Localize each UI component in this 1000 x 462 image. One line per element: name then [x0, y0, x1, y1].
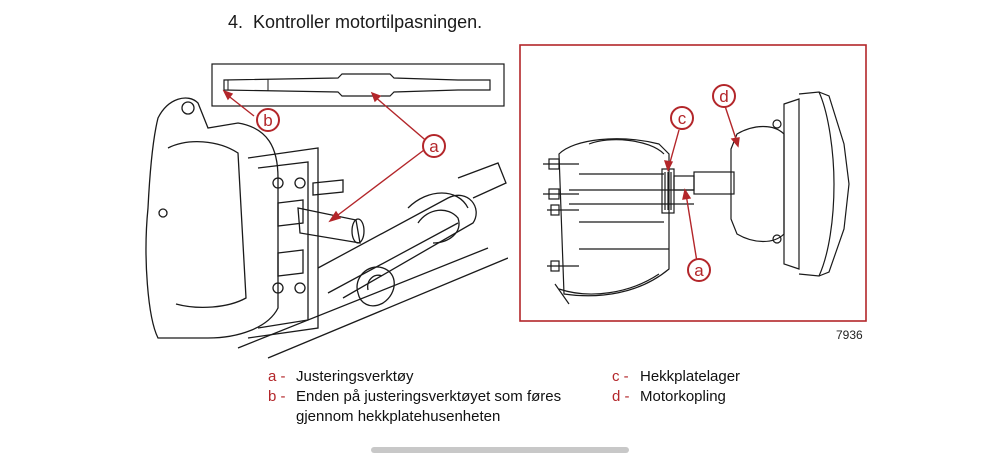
- svg-text:d: d: [719, 87, 728, 106]
- callout-a: a: [422, 134, 446, 158]
- tool-inset: [211, 63, 505, 107]
- callout-d: d: [712, 84, 736, 108]
- svg-text:c: c: [678, 109, 687, 128]
- legend-left: a - Justeringsverktøy b - Enden på juste…: [268, 367, 586, 427]
- left-illustration: b a: [145, 63, 508, 359]
- step-text: Kontroller motortilpasningen.: [253, 12, 483, 32]
- callout-c: c: [670, 106, 694, 130]
- legend-item-c: c - Hekkplatelager: [612, 367, 740, 387]
- legend-right: c - Hekkplatelager d - Motorkopling: [612, 367, 740, 407]
- legend-code: c -: [612, 368, 629, 385]
- right-illustration: c d a: [519, 44, 867, 322]
- legend-item-b: b - Enden på justeringsverktøyet som før…: [268, 387, 586, 427]
- svg-text:a: a: [694, 261, 704, 280]
- step-heading: 4. Kontroller motortilpasningen.: [228, 12, 482, 33]
- figure-number: 7936: [836, 328, 863, 342]
- legend-text: Hekkplatelager: [640, 368, 741, 385]
- coupling-cutaway: [543, 91, 850, 305]
- legend-code: b -: [268, 388, 286, 405]
- legend-text: Enden på justeringsverktøyet som føres g…: [296, 388, 562, 425]
- callout-a-detail: a: [687, 258, 711, 282]
- svg-text:b: b: [263, 111, 272, 130]
- callout-b: b: [256, 108, 280, 132]
- legend-item-d: d - Motorkopling: [612, 387, 740, 407]
- svg-text:a: a: [429, 137, 439, 156]
- legend-code: a -: [268, 368, 286, 385]
- legend-item-a: a - Justeringsverktøy: [268, 367, 586, 387]
- legend-code: d -: [612, 388, 630, 405]
- transom-housing: [145, 97, 508, 359]
- legend-text: Motorkopling: [640, 388, 726, 405]
- horizontal-scrollbar[interactable]: [371, 447, 629, 453]
- step-number: 4.: [228, 12, 244, 32]
- legend-text: Justeringsverktøy: [296, 368, 414, 385]
